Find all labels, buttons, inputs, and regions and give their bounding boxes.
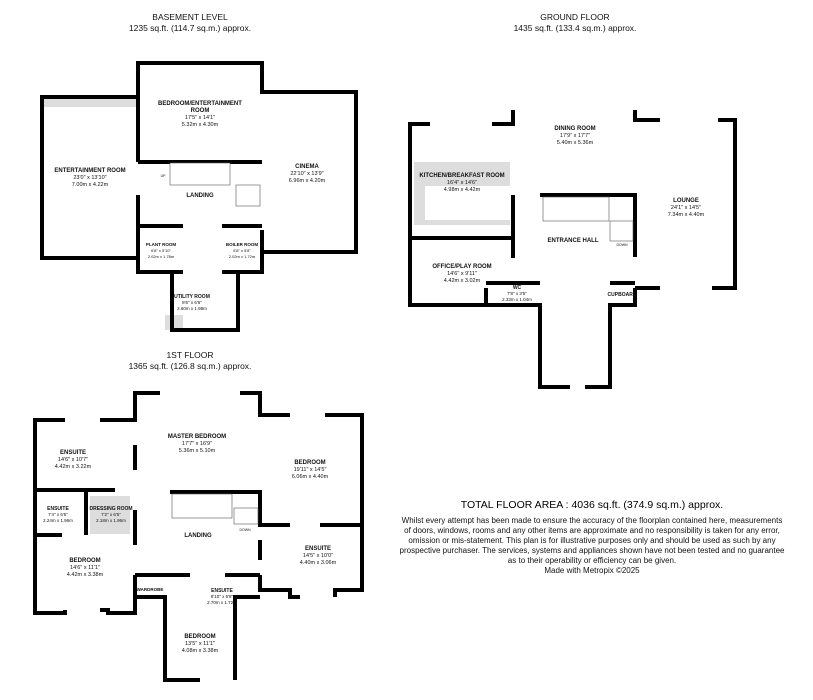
- room-label: LANDING: [186, 193, 214, 199]
- room-dimension: 4.98m x 4.42m: [444, 187, 481, 193]
- room-dimension: 2.33m x 1.04m: [502, 297, 532, 302]
- room-dimension: 13'5" x 11'1": [185, 641, 215, 647]
- room-dimension: 17'7" x 16'9": [182, 441, 212, 447]
- room-dimension: 14'6" x 11'1": [70, 565, 100, 571]
- ground-area: 1435 sq.ft. (133.4 sq.m.) approx.: [514, 23, 637, 33]
- room-dimension: 4.08m x 3.38m: [182, 648, 219, 654]
- room-dimension: 2.24m x 1.96m: [43, 518, 73, 523]
- room-dimension: 22'10" x 13'9": [290, 171, 323, 177]
- room-label: UTILITY ROOM: [174, 294, 210, 300]
- room-dimension: 7'2" x 6'5": [101, 512, 121, 517]
- stair-label: UP: [161, 174, 167, 178]
- room-dimension: 5.36m x 5.10m: [179, 448, 216, 454]
- room-dimension: 4.42m x 3.38m: [67, 572, 104, 578]
- room-dimension: 7.00m x 4.22m: [72, 182, 109, 188]
- room-label: ENSUITE: [305, 546, 331, 552]
- room-dimension: 14'5" x 10'0": [303, 553, 333, 559]
- room-label: WARDROBE: [137, 587, 164, 592]
- credit: Made with Metropix ©2025: [544, 566, 640, 575]
- room-label: DRESSING ROOM: [89, 506, 132, 512]
- room-dimension: 19'11" x 14'5": [294, 467, 327, 473]
- room-label: OFFICE/PLAY ROOM: [432, 264, 491, 270]
- room-dimension: 7'4" x 6'5": [48, 512, 68, 517]
- basement-plan: BASEMENT LEVEL 1235 sq.ft. (114.7 sq.m.)…: [40, 12, 358, 332]
- disclaimer-line: Whilst every attempt has been made to en…: [402, 516, 783, 525]
- disclaimer-line: omission or mis-statement. This plan is …: [408, 536, 775, 545]
- room-dimension: 2.60m x 1.98m: [177, 306, 207, 311]
- room-label: BEDROOM: [184, 634, 215, 640]
- first-title: 1ST FLOOR: [166, 350, 213, 360]
- room-dimension: 24'1" x 14'5": [671, 205, 701, 211]
- room-label: BEDROOM/ENTERTAINMENT: [158, 101, 242, 107]
- room-dimension: 2.02m x 1.78m: [148, 254, 175, 259]
- room-dimension: 6.06m x 4.40m: [292, 474, 329, 480]
- disclaimer-line: prospective purchaser. The services, sys…: [400, 546, 786, 555]
- room-label: ENTERTAINMENT ROOM: [54, 168, 125, 174]
- disclaimer-line: as to their operability or efficiency ca…: [508, 556, 676, 565]
- room-dimension: 14'6" x 9'11": [447, 271, 477, 277]
- ground-floor-plan: GROUND FLOOR 1435 sq.ft. (133.4 sq.m.) a…: [408, 12, 737, 389]
- room-dimension: 6.96m x 4.20m: [289, 178, 326, 184]
- room-dimension: 14'6" x 10'7": [58, 457, 88, 463]
- room-label: PLANT ROOM: [146, 242, 176, 247]
- room-dimension: 5.32m x 4.30m: [182, 122, 219, 128]
- first-floor-plan: 1ST FLOOR 1365 sq.ft. (126.8 sq.m.) appr…: [33, 350, 364, 682]
- room-label: BEDROOM: [69, 558, 100, 564]
- room-dimension: 17'5" x 14'1": [185, 115, 215, 121]
- room-dimension: 16'4" x 14'6": [447, 180, 477, 186]
- room-dimension: 2.02m x 1.72m: [229, 254, 256, 259]
- room-label: CINEMA: [295, 164, 319, 170]
- disclaimer-line: of doors, windows, rooms and any other i…: [404, 526, 780, 535]
- room-dimension: 4.40m x 3.06m: [300, 560, 337, 566]
- room-dimension: 17'9" x 17'7": [560, 133, 590, 139]
- room-dimension: 7'8" x 3'5": [507, 291, 527, 296]
- room-label: ENSUITE: [60, 450, 86, 456]
- basement-title: BASEMENT LEVEL: [152, 12, 228, 22]
- room-dimension: 8'6" x 6'6": [182, 300, 202, 305]
- room-label: ENSUITE: [211, 588, 233, 594]
- room-label: CUPBOARD: [608, 292, 637, 298]
- total-floor-area: TOTAL FLOOR AREA : 4036 sq.ft. (374.9 sq…: [461, 499, 723, 511]
- room-label: BEDROOM: [294, 460, 325, 466]
- room-dimension: 4.42m x 3.22m: [55, 464, 92, 470]
- room-label: ROOM: [191, 108, 210, 114]
- room-dimension: 4.42m x 3.02m: [444, 278, 481, 284]
- stair-label: DOWN: [616, 243, 628, 247]
- basement-area: 1235 sq.ft. (114.7 sq.m.) approx.: [129, 23, 251, 33]
- stair-label: DOWN: [239, 528, 251, 532]
- room-label: WC: [513, 285, 522, 291]
- room-dimension: 6'8" x 5'8": [233, 248, 251, 253]
- room-label: ENSUITE: [47, 506, 69, 512]
- room-dimension: 6'8" x 5'10": [151, 248, 171, 253]
- basement-stairs: [169, 162, 261, 207]
- room-dimension: 5.40m x 5.36m: [557, 140, 594, 146]
- room-label: MASTER BEDROOM: [168, 434, 226, 440]
- room-label: DINING ROOM: [554, 126, 595, 132]
- room-dimension: 2.70m x 1.72m: [207, 600, 237, 605]
- room-label: ENTRANCE HALL: [548, 238, 599, 244]
- room-dimension: 7.34m x 4.40m: [668, 212, 705, 218]
- room-dimension: 23'0" x 13'10": [73, 175, 106, 181]
- room-label: LOUNGE: [673, 198, 699, 204]
- ground-title: GROUND FLOOR: [540, 12, 609, 22]
- room-label: KITCHEN/BREAKFAST ROOM: [419, 173, 504, 179]
- room-dimension: 2.18m x 1.96m: [96, 518, 126, 523]
- first-area: 1365 sq.ft. (126.8 sq.m.) approx.: [129, 361, 252, 371]
- room-dimension: 8'10" x 5'8": [211, 594, 234, 599]
- room-label: LANDING: [184, 533, 212, 539]
- room-label: BOILER ROOM: [226, 242, 259, 247]
